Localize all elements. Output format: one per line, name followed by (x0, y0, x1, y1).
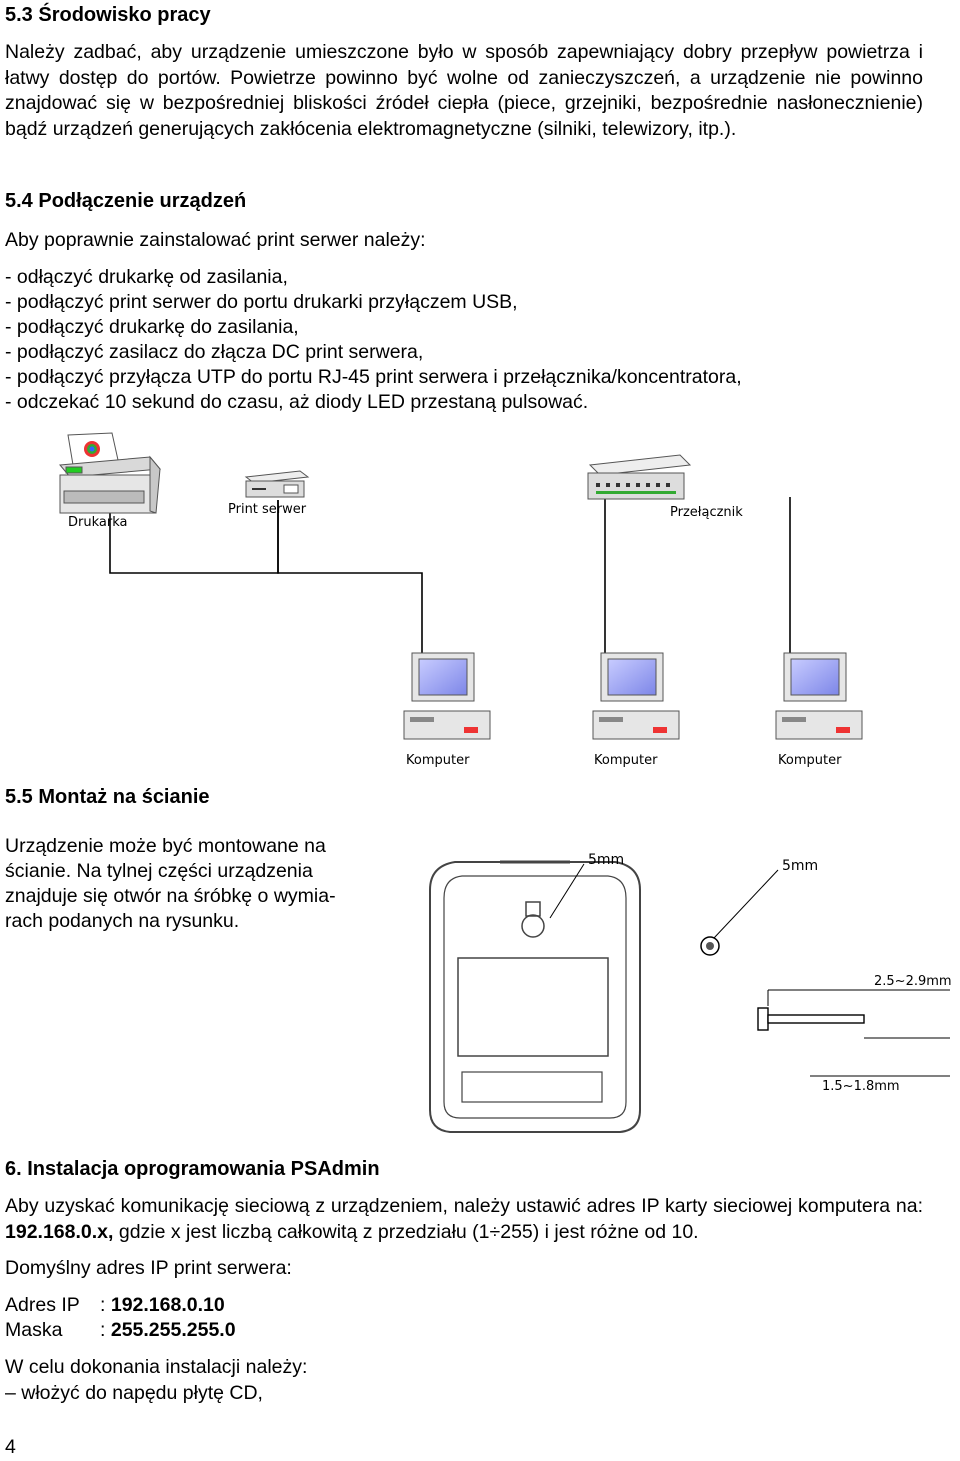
computer-icon (592, 652, 680, 740)
mask-label: Maska (5, 1319, 63, 1341)
ip-address-row: Adres IP: 192.168.0.10 (5, 1294, 225, 1317)
screw-head-icon (700, 936, 720, 956)
step-item: - odczekać 10 sekund do czasu, aż diody … (5, 391, 589, 413)
step-item: - podłączyć drukarkę do zasilania, (5, 316, 299, 338)
print-server-label: Print serwer (228, 502, 307, 517)
wall-mount-text-line: znajduje się otwór na śróbkę o wymia- (5, 885, 336, 907)
step-item: - odłączyć drukarkę od zasilania, (5, 266, 288, 288)
screw-head-dimension-label: 2.5~2.9mm (874, 974, 952, 989)
ip-range-value: 192.168.0.x, (5, 1220, 114, 1243)
section-heading-5-5: 5.5 Montaż na ścianie (5, 786, 210, 808)
screw-shaft-dimension-label: 1.5~1.8mm (822, 1079, 900, 1094)
keyhole-slot (521, 901, 545, 938)
screw-head-size-label: 5mm (782, 858, 818, 874)
section-heading-6: 6. Instalacja oprogramowania PSAdmin (5, 1158, 380, 1180)
ip-instruction-text: Aby uzyskać komunikację sieciową z urząd… (5, 1195, 923, 1217)
network-diagram: Drukarka Print serwer Przełącznik (59, 432, 863, 768)
install-step-item: – włożyć do napędu płytę CD, (5, 1382, 263, 1404)
install-intro: W celu dokonania instalacji należy: (5, 1356, 308, 1378)
ip-address-label: Adres IP (5, 1294, 80, 1316)
ip-instruction-text: gdzie x jest liczbą całkowitą z przedzia… (113, 1220, 490, 1243)
page-number: 4 (5, 1436, 16, 1458)
computer-icon (775, 652, 863, 740)
computer-label: Komputer (406, 753, 470, 768)
ip-separator: : (100, 1294, 106, 1316)
section-5-3-paragraph: Należy zadbać, aby urządzenie umieszczon… (5, 41, 923, 140)
wall-mount-text-line: Urządzenie może być montowane na (5, 835, 326, 857)
computer-label: Komputer (778, 753, 842, 768)
wall-mount-diagram: 5mm 5mm 2.5~2.9mm 1.5~1.8mm (429, 852, 952, 1133)
switch-icon (587, 454, 692, 500)
step-item: - podłączyć print serwer do portu drukar… (5, 291, 518, 313)
section-5-4-intro: Aby poprawnie zainstalować print serwer … (5, 229, 426, 251)
step-item: - podłączyć przyłącza UTP do portu RJ-45… (5, 366, 742, 388)
division-sign: ÷ (489, 1220, 501, 1243)
print-server-icon (244, 470, 310, 498)
printer-label: Drukarka (68, 515, 127, 530)
section-6-paragraph: Aby uzyskać komunikację sieciową z urząd… (5, 1194, 923, 1245)
step-item: - podłączyć zasilacz do złącza DC print … (5, 341, 424, 363)
wall-mount-text-line: ścianie. Na tylnej części urządzenia (5, 860, 313, 882)
mask-separator: : (100, 1319, 106, 1341)
wall-mount-text-line: rach podanych na rysunku. (5, 910, 240, 932)
mask-value: 255.255.255.0 (110, 1319, 236, 1341)
default-ip-label: Domyślny adres IP print serwera: (5, 1257, 292, 1279)
section-heading-5-4: 5.4 Podłączenie urządzeń (5, 190, 247, 212)
screw-side-icon (757, 1007, 865, 1031)
ip-address-value: 192.168.0.10 (110, 1294, 225, 1316)
device-back-outline (429, 860, 641, 1133)
computer-label: Komputer (594, 753, 658, 768)
computer-icon (403, 652, 491, 740)
switch-label: Przełącznik (670, 505, 743, 520)
mask-row: Maska: 255.255.255.0 (5, 1319, 236, 1342)
network-cables (109, 497, 791, 657)
slot-size-label: 5mm (588, 852, 624, 868)
ip-instruction-text: 255) i jest różne od 10. (500, 1220, 699, 1243)
section-heading-5-3: 5.3 Środowisko pracy (5, 4, 211, 26)
printer-icon (59, 432, 161, 514)
